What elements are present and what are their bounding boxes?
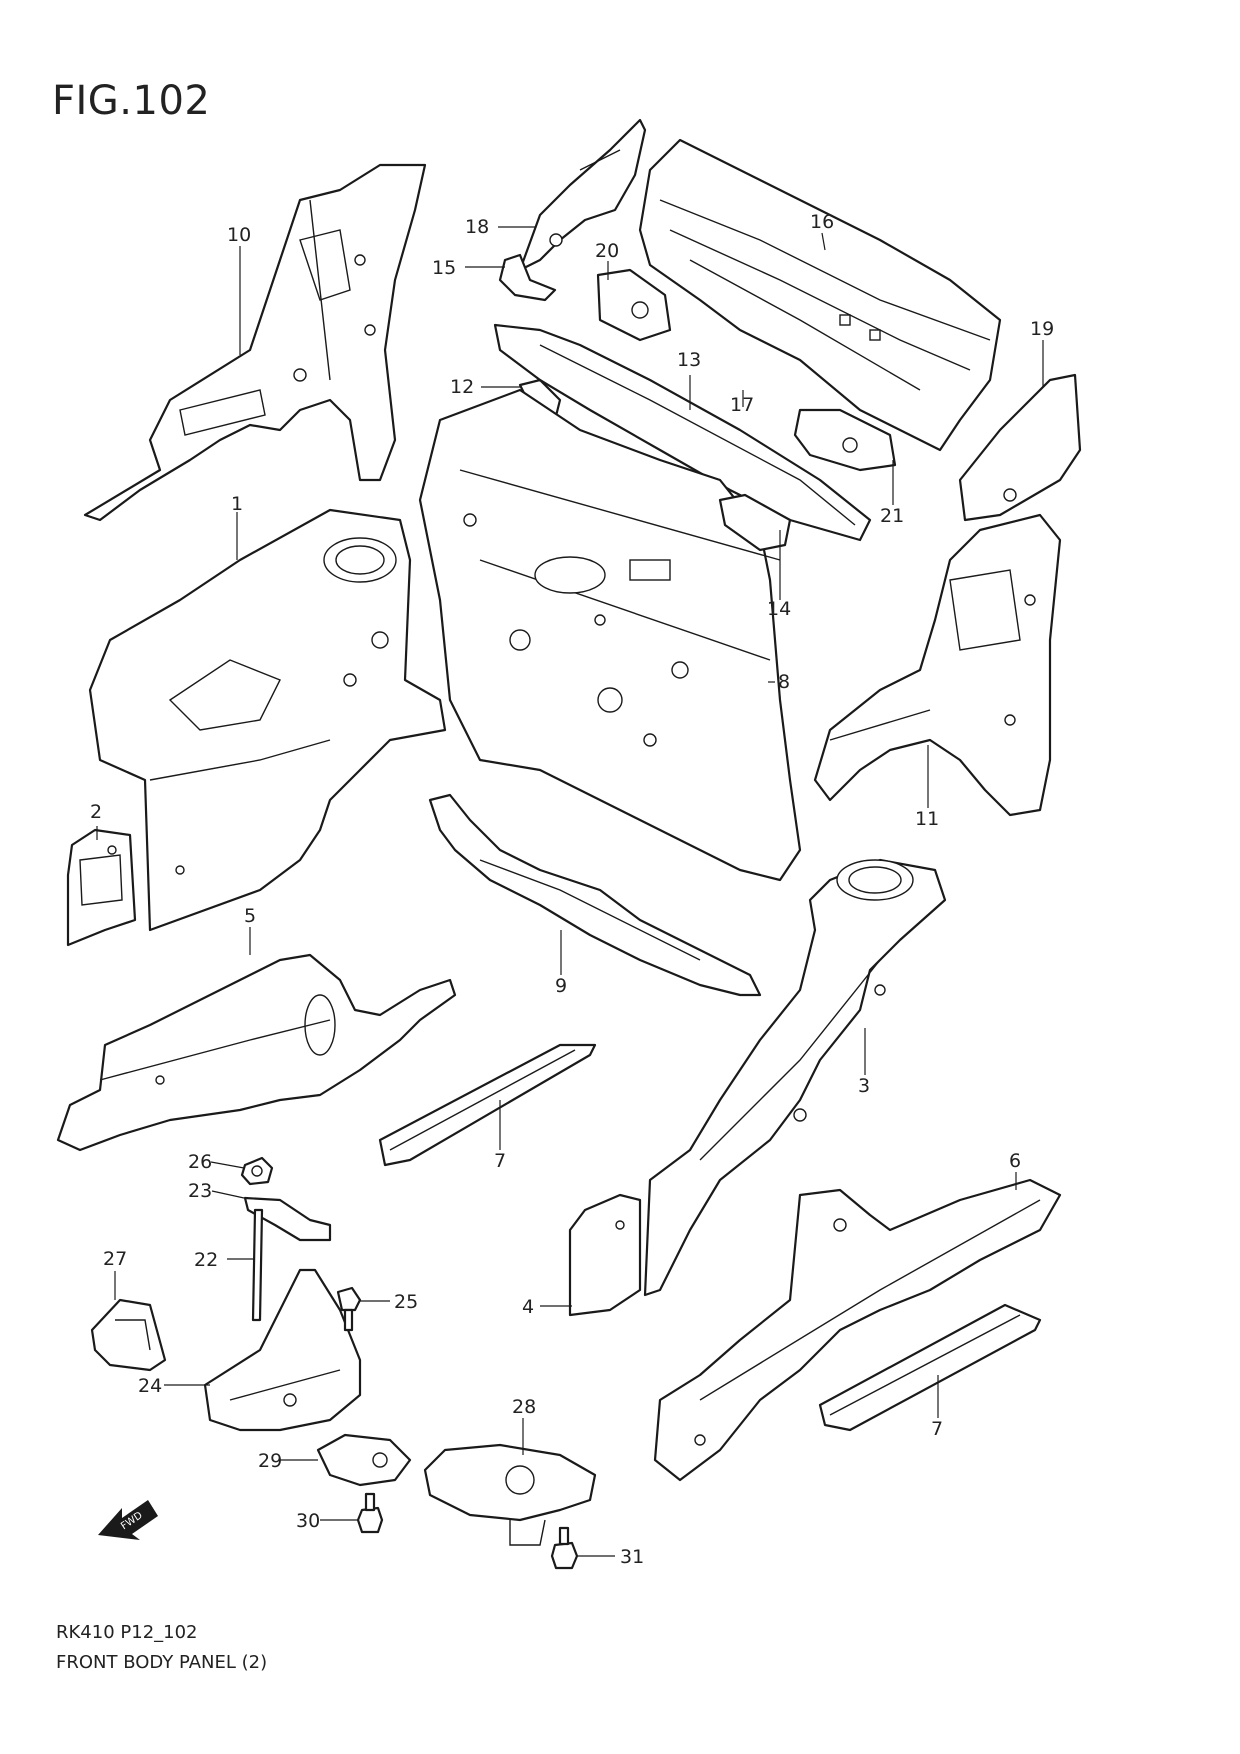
callout-7a: 7 xyxy=(494,1150,506,1172)
leader-lines xyxy=(96,226,1044,1557)
part-11-pillar-panel-right xyxy=(813,513,1062,817)
callout-18: 18 xyxy=(465,216,489,238)
callout-21: 21 xyxy=(880,505,904,527)
part-10-pillar-panel-left xyxy=(83,163,427,522)
callout-10: 10 xyxy=(227,224,251,246)
callout-17: 17 xyxy=(730,394,754,416)
callout-23: 23 xyxy=(188,1180,212,1202)
callout-7b: 7 xyxy=(931,1418,943,1440)
part-6-front-frame-right xyxy=(653,1178,1062,1482)
part-9-cross-member xyxy=(428,793,762,997)
callout-29: 29 xyxy=(258,1450,282,1472)
callout-16: 16 xyxy=(810,211,834,233)
part-26-nut xyxy=(240,1156,274,1186)
part-5-front-frame-left xyxy=(56,953,457,1152)
callout-27: 27 xyxy=(103,1248,127,1270)
part-18-bracket xyxy=(518,118,647,272)
callout-26: 26 xyxy=(188,1151,212,1173)
callout-11: 11 xyxy=(915,808,939,830)
callout-24: 24 xyxy=(138,1375,162,1397)
callout-28: 28 xyxy=(512,1396,536,1418)
part-27-bracket xyxy=(90,1298,167,1372)
part-28-bracket xyxy=(423,1443,597,1546)
callout-9: 9 xyxy=(555,975,567,997)
part-14-bracket xyxy=(718,493,792,552)
callout-12: 12 xyxy=(450,376,474,398)
callout-4: 4 xyxy=(522,1296,534,1318)
part-16-cowl-top-panel xyxy=(638,138,1002,452)
callout-15: 15 xyxy=(432,257,456,279)
part-7-side-sill-lower xyxy=(818,1303,1042,1432)
part-29-bracket xyxy=(316,1433,412,1487)
part-31-bolt xyxy=(550,1526,579,1570)
part-19-bracket-right xyxy=(958,373,1082,522)
callout-25: 25 xyxy=(394,1291,418,1313)
callout-19: 19 xyxy=(1030,318,1054,340)
callout-22: 22 xyxy=(194,1249,218,1271)
callout-1: 1 xyxy=(231,493,243,515)
diagram-caption: FRONT BODY PANEL (2) xyxy=(56,1652,268,1673)
callout-20: 20 xyxy=(595,240,619,262)
part-25-bolt xyxy=(336,1286,362,1332)
callout-labels: 10 1 2 18 15 20 16 12 13 17 19 21 14 8 1… xyxy=(90,211,1054,1568)
part-24-battery-tray xyxy=(203,1268,362,1432)
part-13-cowl-inner-panel xyxy=(493,323,872,542)
part-1-wheel-apron-left xyxy=(88,508,447,932)
callout-2: 2 xyxy=(90,801,102,823)
part-2-bracket xyxy=(66,828,137,947)
callout-5: 5 xyxy=(244,905,256,927)
part-22-rod xyxy=(251,1208,264,1322)
callout-6: 6 xyxy=(1009,1150,1021,1172)
callout-30: 30 xyxy=(296,1510,320,1532)
part-3-side-member xyxy=(643,858,947,1297)
part-4-bracket xyxy=(568,1193,642,1317)
part-30-bolt xyxy=(356,1492,384,1534)
part-8-dash-panel xyxy=(418,388,802,882)
part-21-bracket xyxy=(793,408,897,472)
callout-13: 13 xyxy=(677,349,701,371)
figure-title: FIG.102 xyxy=(52,78,211,124)
callout-31: 31 xyxy=(620,1546,644,1568)
callout-3: 3 xyxy=(858,1075,870,1097)
callout-8: 8 xyxy=(778,671,790,693)
part-15-bracket xyxy=(498,253,557,302)
callout-14: 14 xyxy=(767,598,791,620)
fwd-arrow-icon: FWD xyxy=(98,1500,158,1540)
part-7-side-sill-upper xyxy=(378,1043,597,1167)
part-20-bracket xyxy=(596,268,672,342)
diagram-code: RK410 P12_102 xyxy=(56,1622,198,1643)
